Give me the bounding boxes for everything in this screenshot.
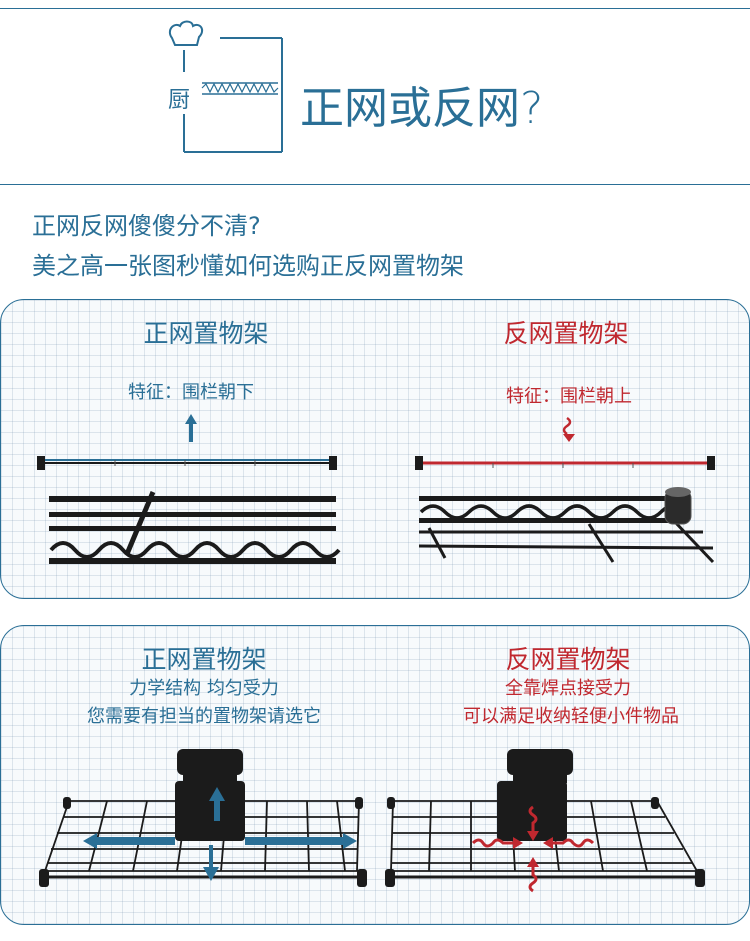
reverse-mesh-load-diagram	[385, 749, 705, 893]
intro-line-1: 正网反网傻傻分不清?	[32, 212, 261, 240]
reverse-mesh-title-2: 反网置物架	[505, 645, 631, 674]
reverse-mesh-recommendation: 可以满足收纳轻便小件物品	[463, 706, 679, 727]
comparison-panel-features: 正网置物架 特征：围栏朝下 反网置物架 特征：围栏朝上	[0, 299, 750, 599]
reverse-mesh-title: 反网置物架	[503, 319, 629, 348]
front-mesh-diagram	[37, 456, 341, 564]
squiggle-arrow-icon	[562, 416, 575, 442]
top-divider	[0, 8, 750, 9]
intro-line-2: 美之高一张图秒懂如何选购正反网置物架	[32, 252, 464, 280]
reverse-mesh-strength: 全靠焊点接受力	[505, 678, 631, 699]
front-mesh-recommendation: 您需要有担当的置物架请选它	[87, 706, 321, 727]
header-divider	[0, 184, 750, 185]
chef-hat-icon	[168, 20, 204, 46]
reverse-mesh-feature: 特征：围栏朝上	[506, 386, 632, 407]
front-mesh-title-2: 正网置物架	[141, 645, 267, 674]
reverse-mesh-diagram	[415, 456, 715, 564]
front-mesh-strength: 力学结构 均匀受力	[129, 678, 279, 699]
chef-logo: 厨	[160, 18, 290, 158]
front-mesh-load-diagram	[39, 749, 367, 887]
logo-character: 厨	[168, 88, 191, 113]
front-mesh-feature: 特征：围栏朝下	[128, 382, 254, 403]
arrow-up-icon	[185, 414, 197, 442]
front-mesh-title: 正网置物架	[143, 319, 269, 348]
page-title: 正网或反网?	[300, 83, 544, 134]
comparison-panel-load: 正网置物架 力学结构 均匀受力 您需要有担当的置物架请选它 反网置物架 全靠焊点…	[0, 625, 750, 925]
